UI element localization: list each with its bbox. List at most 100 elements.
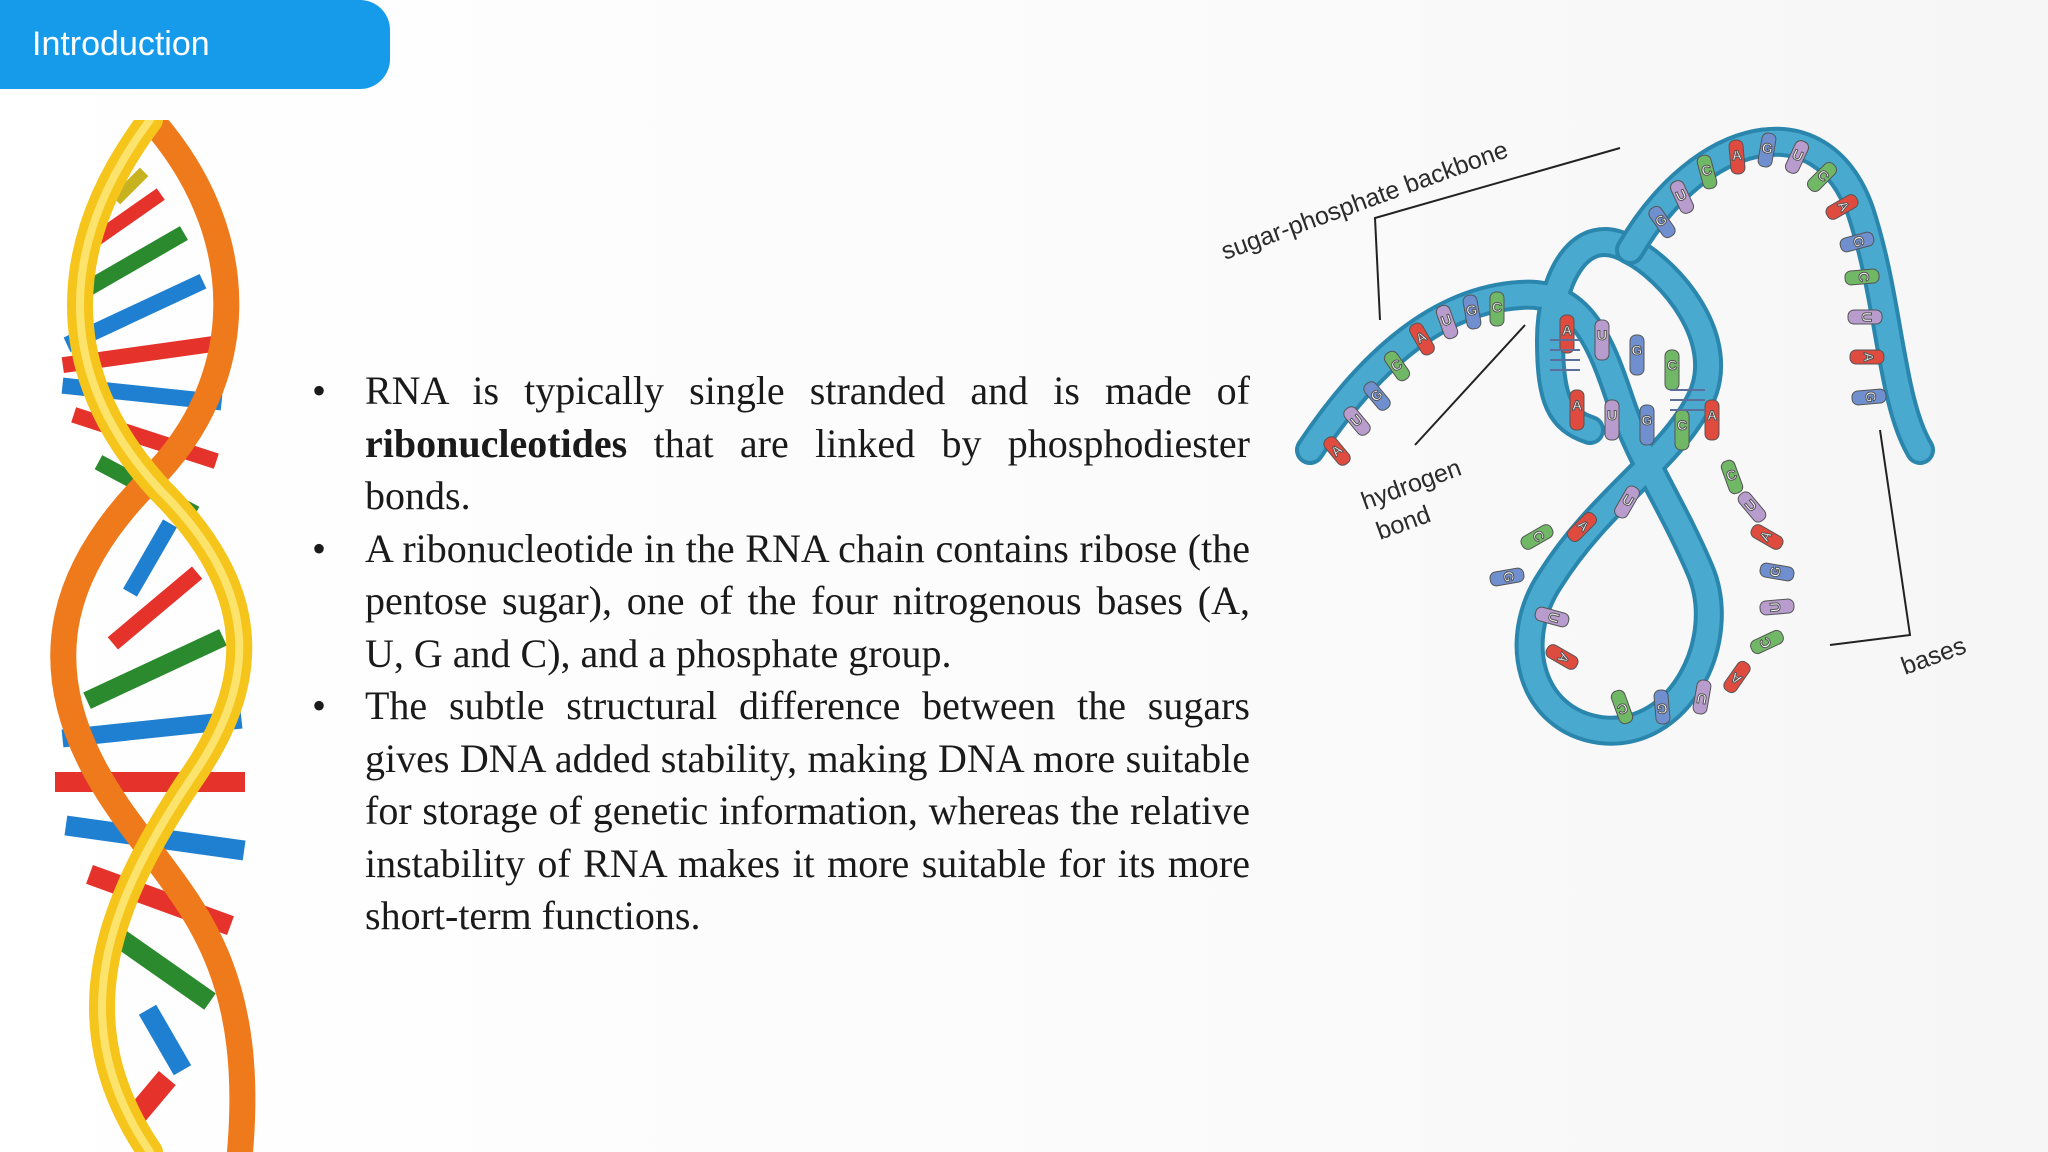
base-peg xyxy=(1545,644,1579,670)
base-peg xyxy=(1704,399,1720,441)
base-peg xyxy=(1534,606,1570,628)
bullet-text: RNA is typically single stranded and is … xyxy=(365,368,1250,413)
base-letter: U xyxy=(1767,601,1784,612)
base-peg xyxy=(1567,512,1597,542)
base-peg xyxy=(1750,524,1784,550)
bullet-item: RNA is typically single stranded and is … xyxy=(300,365,1250,523)
base-letter: C xyxy=(1667,357,1677,373)
dna-rung xyxy=(111,167,149,205)
label-bases: bases xyxy=(1897,632,1969,681)
base-peg xyxy=(1759,598,1795,616)
base-peg xyxy=(1720,459,1744,495)
rna-strand-upper-arc-inner xyxy=(1619,130,1931,461)
base-peg xyxy=(1653,689,1671,725)
base-peg xyxy=(1847,309,1883,325)
base-peg xyxy=(1849,349,1885,365)
section-title: Introduction xyxy=(0,0,390,89)
label-sugar-phosphate-backbone: sugar-phosphate backbone xyxy=(1217,136,1511,266)
dna-helix-illustration xyxy=(50,120,256,1152)
rna-strand xyxy=(1299,231,1720,742)
dna-rung xyxy=(91,188,165,246)
base-peg xyxy=(1462,294,1482,330)
base-peg xyxy=(1696,154,1718,190)
base-letter: C xyxy=(1492,299,1502,315)
base-letter: G xyxy=(1642,412,1653,428)
base-peg xyxy=(1692,679,1712,715)
dna-strand-yellow-highlight xyxy=(76,120,244,1152)
base-peg xyxy=(1784,140,1810,174)
base-letter: C xyxy=(1856,271,1873,282)
base-peg xyxy=(1851,388,1887,406)
base-peg xyxy=(1323,436,1351,466)
base-letter: U xyxy=(1695,690,1708,708)
dna-rung xyxy=(76,226,188,300)
base-peg xyxy=(1839,231,1875,253)
base-peg xyxy=(1723,660,1751,694)
base-peg xyxy=(1639,404,1655,446)
base-peg xyxy=(1343,406,1371,436)
base-letter: A xyxy=(1861,352,1877,362)
dna-rung xyxy=(114,930,216,1010)
base-peg xyxy=(1759,562,1795,582)
base-peg xyxy=(1489,567,1525,587)
diagram-leader-lines xyxy=(1373,147,1912,646)
bullet-text: A ribonucleotide in the RNA chain contai… xyxy=(365,525,1250,676)
dna-rung xyxy=(107,566,203,650)
dna-rung xyxy=(61,710,243,748)
hydrogen-leader xyxy=(1414,324,1526,446)
base-letter: A xyxy=(1572,397,1582,413)
base-peg xyxy=(1614,485,1640,519)
base-letter: C xyxy=(1700,161,1714,179)
base-letter: G xyxy=(1850,234,1868,249)
base-peg xyxy=(1435,304,1459,340)
bullet-bold-term: ribonucleotides xyxy=(365,420,628,466)
hydrogen-bonds xyxy=(1550,339,1705,411)
base-letter: G xyxy=(1766,565,1784,579)
base-peg xyxy=(1363,381,1391,411)
dna-rung xyxy=(123,519,177,597)
bases-leader xyxy=(1829,429,1912,646)
base-letter: U xyxy=(1597,327,1607,343)
base-peg xyxy=(1594,319,1610,361)
bullet-text: that are linked by phosphodiester bonds. xyxy=(365,420,1250,519)
base-peg xyxy=(1629,334,1645,376)
base-letter: C xyxy=(1677,417,1687,433)
base-letter: A xyxy=(1562,322,1572,338)
base-peg xyxy=(1520,524,1554,550)
dna-strand-orange xyxy=(50,120,256,1152)
base-peg xyxy=(1489,291,1505,327)
base-peg xyxy=(1757,132,1777,168)
bullet-item: A ribonucleotide in the RNA chain contai… xyxy=(300,523,1250,681)
base-peg xyxy=(1750,629,1784,655)
base-letter: G xyxy=(1632,342,1643,358)
bullet-text: The subtle structural difference between… xyxy=(365,683,1250,938)
base-letter: A xyxy=(1731,147,1742,164)
dna-rung xyxy=(138,1004,192,1076)
base-peg xyxy=(1569,389,1585,431)
base-letter: G xyxy=(1863,391,1880,403)
base-peg xyxy=(1610,689,1634,725)
base-peg xyxy=(1807,162,1837,192)
base-letter: G xyxy=(1656,701,1668,718)
base-peg xyxy=(1669,180,1695,214)
base-peg xyxy=(1409,322,1435,356)
base-letter: G xyxy=(1761,139,1775,157)
base-peg xyxy=(1604,399,1620,441)
base-letter: U xyxy=(1607,407,1617,423)
bullet-item: The subtle structural difference between… xyxy=(300,680,1250,943)
base-letter: U xyxy=(1859,312,1875,322)
base-letter: G xyxy=(1465,301,1479,319)
bullet-list: RNA is typically single stranded and is … xyxy=(300,365,1250,943)
base-peg xyxy=(1648,205,1676,239)
backbone-leader xyxy=(1373,147,1621,321)
dna-rung xyxy=(63,274,207,352)
base-peg xyxy=(1737,491,1767,523)
base-letter: U xyxy=(1545,611,1563,625)
base-peg xyxy=(1559,314,1575,354)
base-letter: G xyxy=(1500,570,1518,584)
base-peg xyxy=(1383,350,1411,382)
base-peg xyxy=(1728,139,1746,175)
